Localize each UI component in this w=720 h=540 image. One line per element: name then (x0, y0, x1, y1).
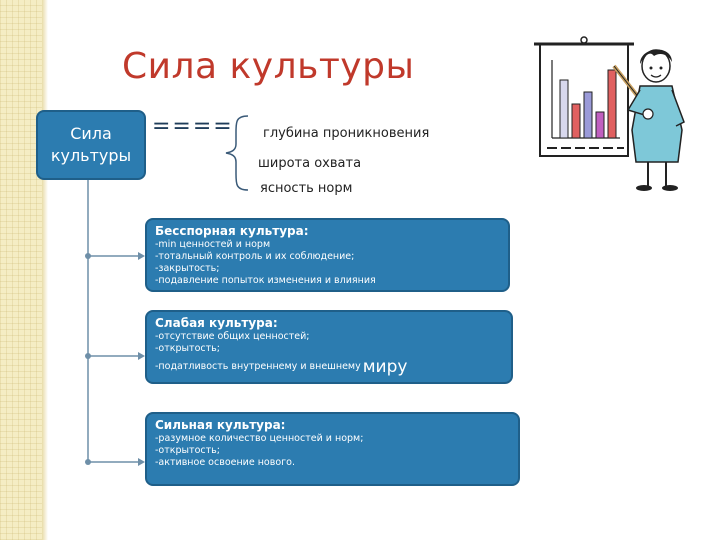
box-line: -открытость; (155, 343, 220, 354)
box-line: -подавление попыток изменения и влияния (155, 275, 376, 286)
teacher-with-chart-icon (534, 36, 685, 191)
box-line: -отсутствие общих ценностей; (155, 331, 310, 342)
property-clarity: ясность норм (260, 181, 353, 196)
box-line-text: -податливость внутреннему и внешнему (155, 361, 361, 372)
box-line: -min ценностей и норм (155, 239, 271, 250)
box-title: Слабая культура: (155, 316, 278, 330)
property-depth: глубина проникновения (263, 126, 430, 141)
decorative-strip-edge (42, 0, 48, 540)
weak-culture-box: Слабая культура: -отсутствие общих ценно… (145, 310, 513, 384)
box-line: -разумное количество ценностей и норм; (155, 433, 364, 444)
box-line: -открытость; (155, 445, 220, 456)
curly-brace (225, 115, 249, 191)
equals-sign: ==== (152, 114, 234, 139)
property-breadth: широта охвата (258, 156, 362, 171)
main-concept-label: Сила культуры (50, 124, 132, 165)
slide-title: Сила культуры (122, 46, 415, 87)
box-line: -закрытость; (155, 263, 220, 274)
box-title: Сильная культура: (155, 418, 286, 432)
main-concept-box: Сила культуры (36, 110, 146, 180)
box-title: Бесспорная культура: (155, 224, 309, 238)
box-line: -тотальный контроль и их соблюдение; (155, 251, 355, 262)
strong-culture-box: Сильная культура: -разумное количество ц… (145, 412, 520, 486)
big-word: миру (362, 357, 408, 377)
undisputed-culture-box: Бесспорная культура: -min ценностей и но… (145, 218, 510, 292)
box-line: -активное освоение нового. (155, 457, 295, 468)
decorative-left-strip (0, 0, 42, 540)
